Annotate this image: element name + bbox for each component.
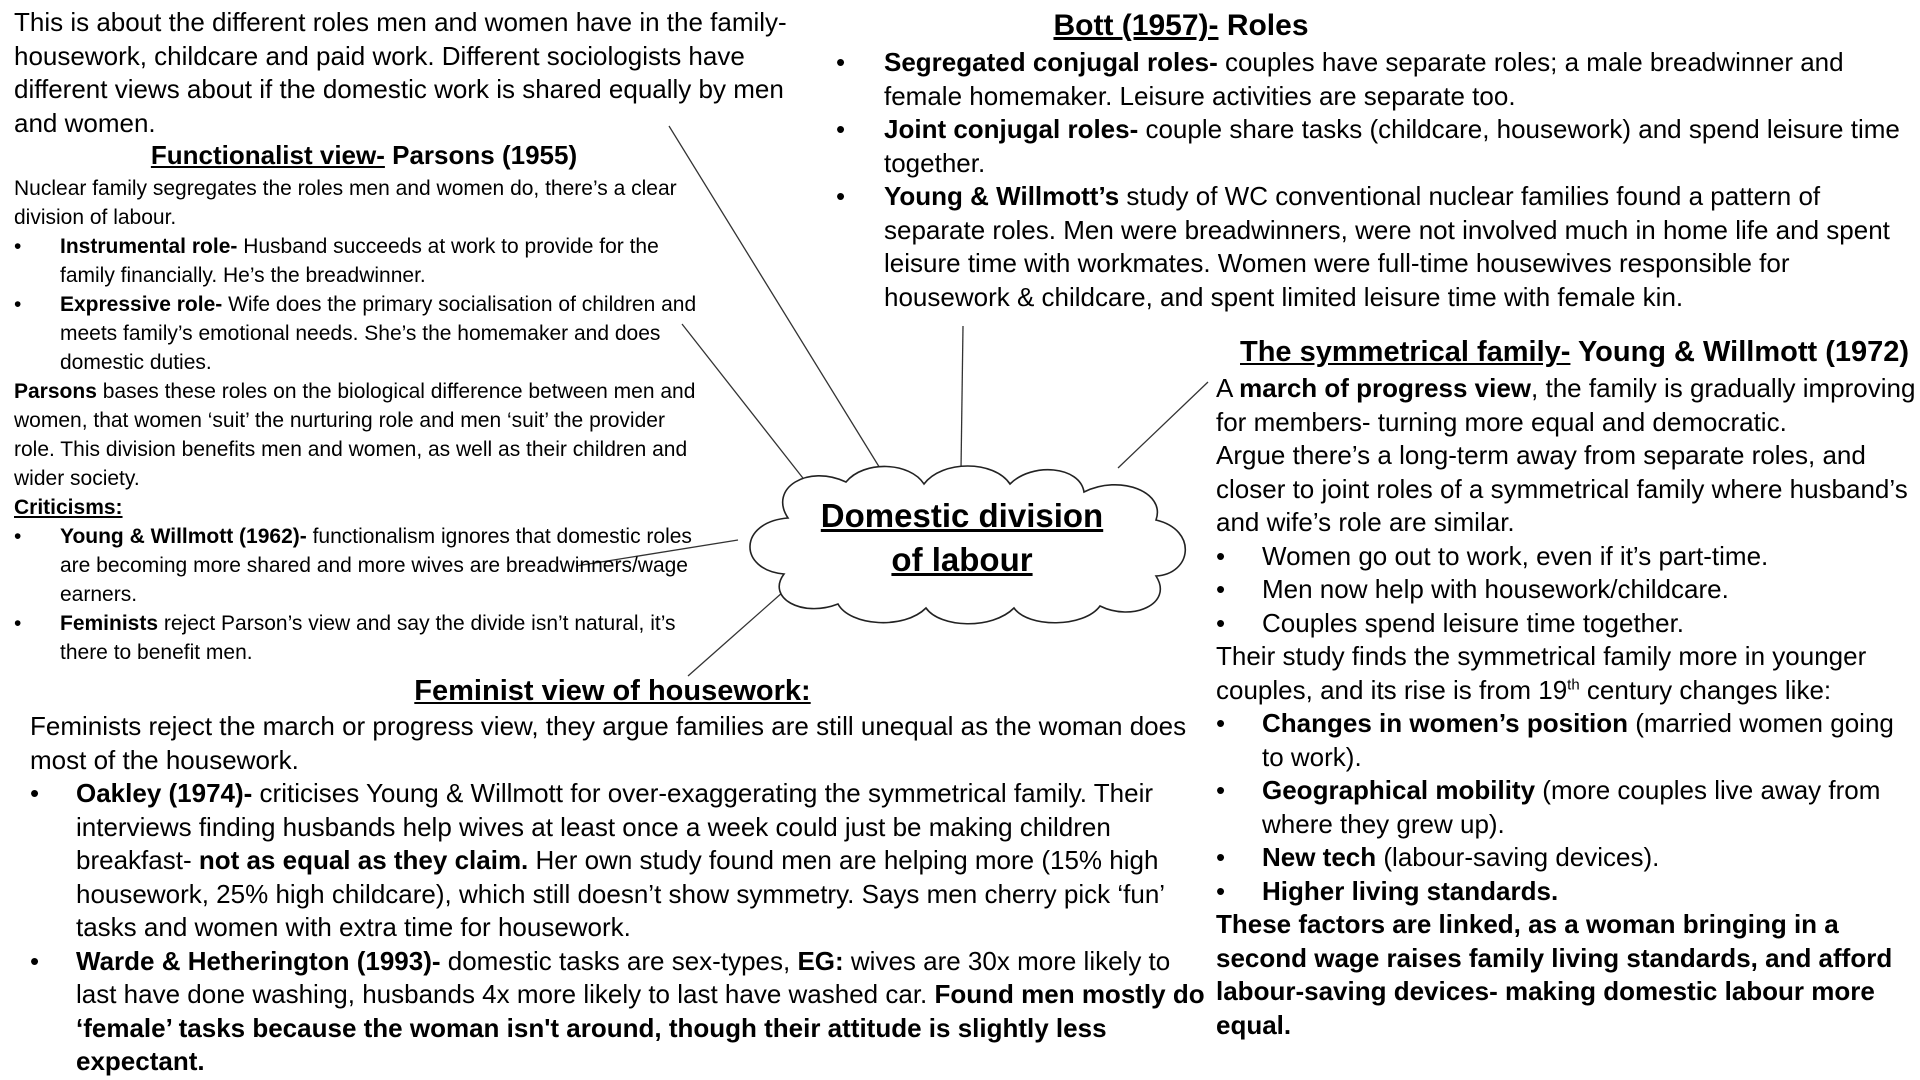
list-item: Women go out to work, even if it’s part-… bbox=[1216, 540, 1916, 574]
warde-term: Warde & Hetherington (1993)- bbox=[76, 945, 441, 976]
bott-term: Segregated conjugal roles- bbox=[884, 47, 1218, 77]
list-item: Young & Willmott’s study of WC conventio… bbox=[836, 180, 1906, 314]
bott-text: couples have separate roles; a male brea… bbox=[884, 47, 1844, 111]
bott-term: Joint conjugal roles- bbox=[884, 114, 1139, 144]
bott-heading-underlined: Bott (1957)- bbox=[1053, 9, 1219, 42]
feminist-intro: Feminists reject the march or progress v… bbox=[30, 711, 1187, 775]
factor-term: Geographical mobility bbox=[1262, 775, 1536, 805]
functionalist-heading-underlined: Functionalist view- bbox=[150, 140, 385, 170]
parsons-text: bases these roles on the biological diff… bbox=[14, 380, 696, 490]
study-paragraph: Their study finds the symmetrical family… bbox=[1216, 641, 1867, 705]
feminist-section: Feminist view of housework: Feminists re… bbox=[30, 672, 1210, 1079]
list-item: Couples spend leisure time together. bbox=[1216, 607, 1916, 641]
connector-bott bbox=[960, 325, 964, 471]
list-item: Warde & Hetherington (1993)- domestic ta… bbox=[30, 945, 1210, 1079]
feminist-list: Oakley (1974)- criticises Young & Willmo… bbox=[30, 777, 1210, 1079]
central-topic-title: Domestic division of labour bbox=[820, 497, 1104, 578]
functionalist-section: Functionalist view- Parsons (1955) Nucle… bbox=[14, 138, 704, 667]
list-item: Expressive role- Wife does the primary s… bbox=[14, 290, 704, 377]
intro-section: This is about the different roles men an… bbox=[14, 6, 794, 140]
functionalist-heading: Functionalist view- Parsons (1955) bbox=[14, 138, 714, 172]
cloud-shape bbox=[749, 465, 1187, 625]
march-of-progress-paragraph: A march of progress view, the family is … bbox=[1216, 373, 1916, 437]
criticism-term: Feminists bbox=[60, 612, 159, 635]
connector-intro bbox=[668, 125, 887, 479]
role-term: Instrumental role- bbox=[60, 235, 238, 258]
factor-term: Changes in women’s position bbox=[1262, 708, 1628, 738]
bott-heading-rest: Roles bbox=[1218, 9, 1309, 42]
intro-text: This is about the different roles men an… bbox=[14, 7, 787, 138]
factor-term: New tech bbox=[1262, 842, 1377, 872]
parsons-term: Parsons bbox=[14, 380, 97, 403]
symmetrical-family-section: The symmetrical family- Young & Willmott… bbox=[1216, 332, 1916, 1042]
list-item: Changes in women’s position (married wom… bbox=[1216, 707, 1916, 774]
central-topic-cloud: Domestic division of labour bbox=[728, 458, 1196, 626]
feminist-heading: Feminist view of housework: bbox=[414, 675, 811, 707]
connector-symmetrical bbox=[1117, 381, 1209, 469]
functionalist-roles-list: Instrumental role- Husband succeeds at w… bbox=[14, 232, 704, 377]
changes-list: Women go out to work, even if it’s part-… bbox=[1216, 540, 1916, 641]
conclusion-paragraph: These factors are linked, as a woman bri… bbox=[1216, 909, 1893, 1040]
criticism-text: functionalism ignores that domestic role… bbox=[60, 525, 692, 606]
bott-text: study of WC conventional nuclear familie… bbox=[884, 181, 1890, 312]
factors-list: Changes in women’s position (married wom… bbox=[1216, 707, 1916, 908]
bott-list: Segregated conjugal roles- couples have … bbox=[836, 46, 1906, 314]
list-item: Oakley (1974)- criticises Young & Willmo… bbox=[30, 777, 1210, 945]
oakley-term: Oakley (1974)- bbox=[76, 778, 253, 808]
march-of-progress-term: march of progress view bbox=[1239, 373, 1532, 403]
functionalist-summary: Nuclear family segregates the roles men … bbox=[14, 177, 677, 229]
long-term-paragraph: Argue there’s a long-term away from sepa… bbox=[1216, 440, 1908, 537]
criticisms-list: Young & Willmott (1962)- functionalism i… bbox=[14, 522, 704, 667]
list-item: Higher living standards. bbox=[1216, 875, 1916, 909]
list-item: Young & Willmott (1962)- functionalism i… bbox=[14, 522, 704, 609]
bott-term: Young & Willmott’s bbox=[884, 181, 1120, 211]
bott-section: Bott (1957)- Roles Segregated conjugal r… bbox=[836, 6, 1906, 314]
functionalist-heading-rest: Parsons (1955) bbox=[384, 140, 578, 170]
symmetrical-heading-underlined: The symmetrical family- bbox=[1240, 336, 1571, 368]
bott-text: couple share tasks (childcare, housework… bbox=[884, 114, 1900, 178]
list-item: New tech (labour-saving devices). bbox=[1216, 841, 1916, 875]
list-item: Feminists reject Parson’s view and say t… bbox=[14, 609, 704, 667]
list-item: Joint conjugal roles- couple share tasks… bbox=[836, 113, 1906, 180]
criticism-text: reject Parson’s view and say the divide … bbox=[60, 612, 676, 664]
symmetrical-heading: The symmetrical family- Young & Willmott… bbox=[1240, 332, 1916, 372]
criticism-term: Young & Willmott (1962)- bbox=[60, 525, 307, 548]
factor-term: Higher living standards. bbox=[1262, 875, 1559, 906]
list-item: Segregated conjugal roles- couples have … bbox=[836, 46, 1906, 113]
list-item: Instrumental role- Husband succeeds at w… bbox=[14, 232, 704, 290]
role-text: Wife does the primary socialisation of c… bbox=[60, 293, 697, 374]
bott-heading: Bott (1957)- Roles bbox=[646, 6, 1716, 46]
parsons-paragraph: Parsons bases these roles on the biologi… bbox=[14, 377, 704, 493]
list-item: Geographical mobility (more couples live… bbox=[1216, 774, 1916, 841]
criticisms-label: Criticisms: bbox=[14, 496, 123, 519]
symmetrical-heading-rest: Young & Willmott (1972) bbox=[1570, 336, 1910, 368]
list-item: Men now help with housework/childcare. bbox=[1216, 573, 1916, 607]
role-text: Husband succeeds at work to provide for … bbox=[60, 235, 659, 287]
role-term: Expressive role- bbox=[60, 293, 223, 316]
